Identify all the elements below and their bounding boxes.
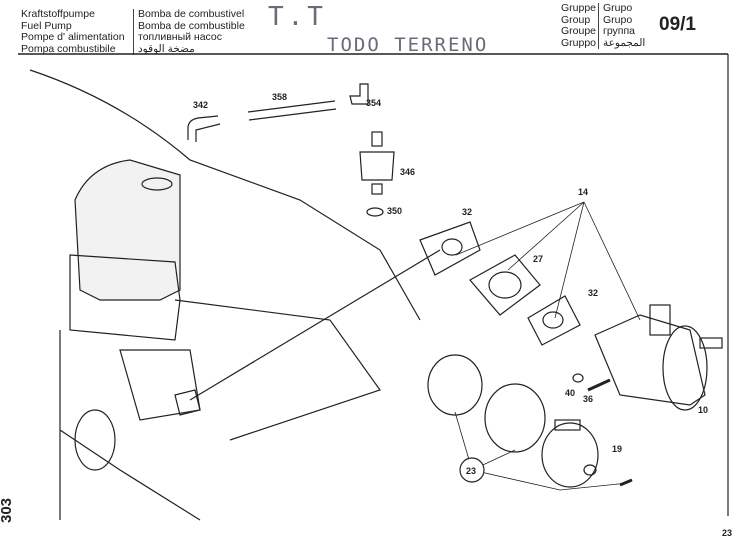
callout-350: 350 (387, 206, 402, 216)
callout-32-upper: 32 (462, 207, 472, 217)
callout-358: 358 (272, 92, 287, 102)
diaphragm (427, 354, 483, 416)
title-pt: Bomba de combustivel (138, 8, 245, 20)
stamp-todo-terreno: TODO TERRENO (327, 34, 489, 56)
screw (619, 478, 633, 487)
hose-342 (187, 115, 221, 142)
side-number: 303 (0, 497, 16, 524)
callout-32-lower: 32 (588, 288, 598, 298)
title-en: Fuel Pump (21, 19, 72, 32)
title-list-left: Kraftstoffpumpe Fuel Pump Pompe d' alime… (21, 8, 125, 55)
callout-10: 10 (698, 405, 708, 415)
callout-36: 36 (583, 394, 593, 404)
bolt-36 (587, 378, 611, 392)
callout-23: 23 (466, 466, 476, 476)
callout-19: 19 (612, 444, 622, 454)
callout-342: 342 (193, 100, 208, 110)
title-es: Bomba de combustible (138, 19, 245, 32)
title-ar: مضخة الوقود (138, 42, 195, 55)
callout-circle-23 (459, 457, 485, 483)
title-list-right: Bomba de combustivel Bomba de combustibl… (133, 8, 245, 55)
callout-346: 346 (400, 167, 415, 177)
page-number: 23 (721, 528, 732, 538)
cover-19 (541, 419, 599, 488)
gasket-32-upper (419, 221, 481, 276)
group-label: Grupo (603, 2, 633, 14)
stamp-tt: T.T (268, 2, 327, 32)
group-label: المجموعة (603, 36, 646, 49)
washer-350 (366, 207, 384, 217)
group-label: Group (561, 13, 591, 26)
washer (583, 464, 597, 476)
callout-40: 40 (565, 388, 575, 398)
nut-40 (572, 373, 584, 383)
group-number: 09/1 (659, 14, 696, 35)
title-fr: Pompe d' alimentation (21, 31, 125, 43)
spacer-27 (469, 254, 541, 316)
group-label: Gruppo (561, 36, 597, 49)
group-label: Gruppe (561, 2, 597, 14)
group-labels-right: Grupo Grupo группа المجموعة (598, 2, 646, 49)
title-it: Pompa combustibile (21, 42, 116, 55)
callout-354: 354 (366, 98, 381, 108)
elbow-354 (349, 83, 369, 105)
group-label: Groupe (561, 25, 597, 37)
callout-27: 27 (533, 254, 543, 264)
title-ru: топливный насос (138, 31, 223, 43)
group-label: группа (603, 25, 636, 37)
group-labels-left: Gruppe Group Groupe Gruppo (561, 2, 597, 49)
hose-358 (247, 100, 337, 121)
fuel-pump-10 (594, 304, 723, 411)
callout-14: 14 (578, 187, 588, 197)
engine-block (29, 69, 441, 521)
gasket-32-lower (527, 295, 581, 346)
filter-346 (359, 131, 395, 195)
title-de: Kraftstoffpumpe (21, 8, 95, 20)
seal-ring (484, 383, 546, 453)
group-label: Grupo (603, 13, 633, 26)
